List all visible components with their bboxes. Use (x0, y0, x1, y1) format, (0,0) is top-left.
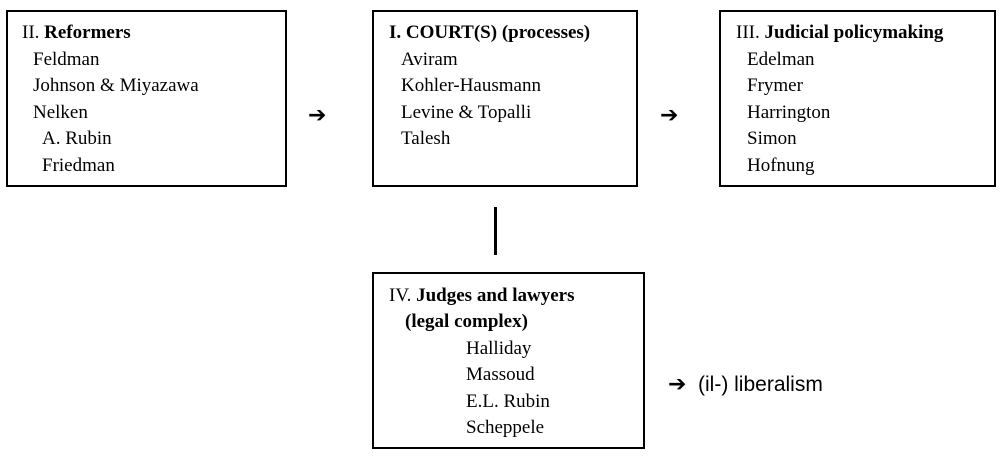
list-item: Frymer (747, 75, 803, 96)
box-courts-numeral: I. (389, 22, 402, 43)
arrow-right-icon: ➔ (660, 103, 679, 128)
arrow-right-icon: ➔ (668, 372, 687, 397)
box-policymaking-heading: Judicial policymaking (764, 22, 944, 43)
box-courts: I. COURT(S) (processes) Aviram Kohler-Ha… (372, 10, 638, 187)
list-item: Simon (747, 128, 797, 149)
box-judges: IV. Judges and lawyers (legal complex) H… (372, 272, 645, 449)
box-reformers: II. Reformers Feldman Johnson & Miyazawa… (6, 10, 287, 187)
list-item: Harrington (747, 102, 831, 123)
list-item: Nelken (33, 102, 88, 123)
box-policymaking-numeral: III. (736, 22, 760, 43)
outcome-label: (il-) liberalism (698, 373, 823, 396)
list-item: Levine & Topalli (401, 102, 532, 123)
list-item: Massoud (466, 364, 535, 385)
list-item: Hofnung (747, 155, 815, 176)
list-item: Scheppele (466, 417, 545, 438)
list-item: Aviram (401, 49, 458, 70)
list-item: Talesh (401, 128, 451, 149)
box-judges-numeral: IV. (389, 285, 412, 306)
list-item: Edelman (747, 49, 815, 70)
list-item: E.L. Rubin (466, 391, 550, 412)
arrow-right-icon: ➔ (308, 103, 327, 128)
box-policymaking-title: III. Judicial policymaking (736, 22, 943, 44)
box-courts-title: I. COURT(S) (processes) (389, 22, 590, 44)
box-courts-heading: COURT(S) (processes) (405, 22, 591, 43)
box-reformers-heading: Reformers (44, 22, 131, 43)
box-judges-subtitle-text: (legal complex) (405, 311, 528, 332)
box-reformers-numeral: II. (22, 22, 40, 43)
list-item: Johnson & Miyazawa (33, 75, 199, 96)
box-judges-subtitle: (legal complex) (405, 311, 528, 333)
list-item: Feldman (33, 49, 100, 70)
list-item: Halliday (466, 338, 532, 359)
box-policymaking: III. Judicial policymaking Edelman Fryme… (719, 10, 996, 187)
box-reformers-title: II. Reformers (22, 22, 131, 44)
list-item: Kohler-Hausmann (401, 75, 541, 96)
list-item: A. Rubin (42, 128, 112, 149)
box-judges-title: IV. Judges and lawyers (389, 285, 574, 307)
list-item: Friedman (42, 155, 115, 176)
box-judges-heading: Judges and lawyers (416, 285, 575, 306)
connector-line (494, 207, 497, 255)
